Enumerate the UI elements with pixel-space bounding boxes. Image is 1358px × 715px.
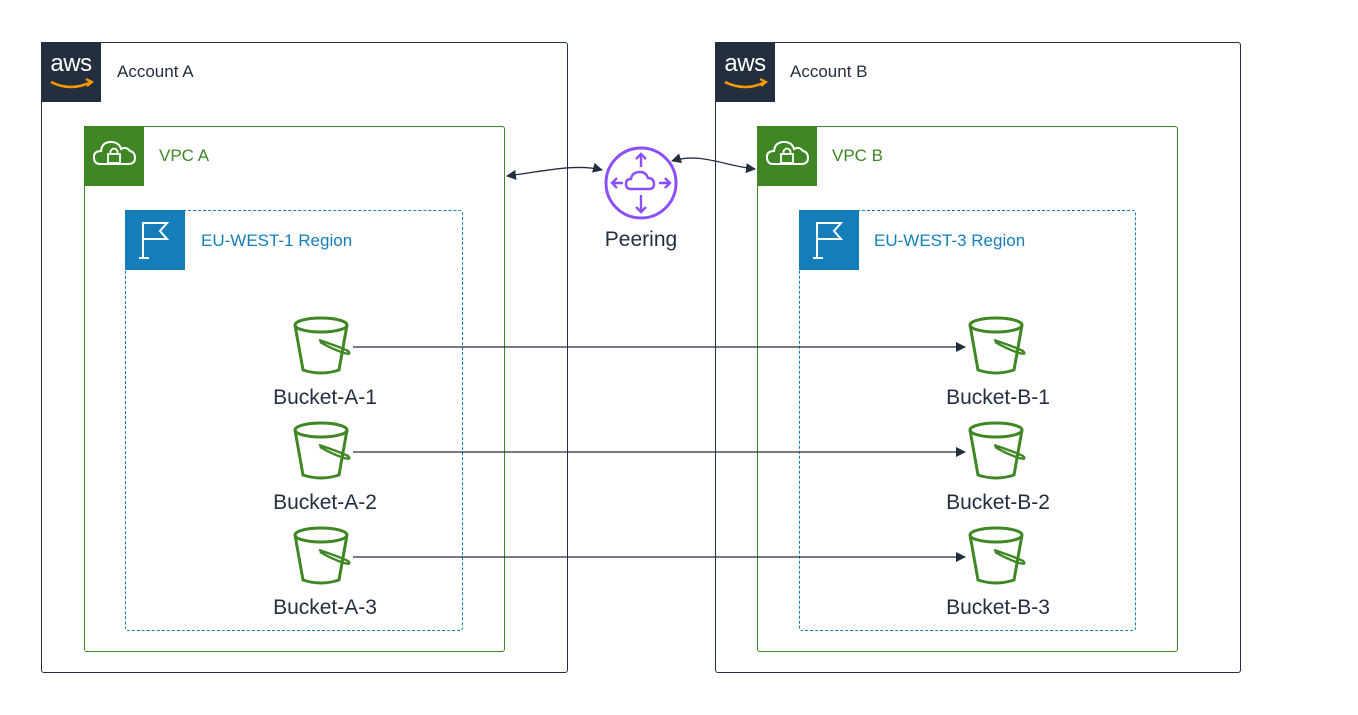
vpc-a-container [84, 126, 505, 652]
vpc-b-container [757, 126, 1178, 652]
bucket-icon [968, 526, 1026, 585]
aws-logo-icon: aws [41, 42, 101, 102]
bucket-a-2-label: Bucket-A-2 [273, 491, 377, 514]
bucket-icon [293, 316, 351, 375]
aws-logo-text: aws [50, 50, 92, 77]
bucket-b-2-label: Bucket-B-2 [946, 491, 1050, 514]
bucket-b-1-label: Bucket-B-1 [946, 386, 1050, 409]
vpc-lock-cloud-icon [757, 126, 817, 186]
peering-connector-b [671, 153, 756, 174]
peering-connector-a [506, 162, 603, 180]
aws-logo-text: aws [724, 50, 766, 77]
region-flag-icon [799, 210, 859, 270]
account-a-label: Account A [117, 62, 194, 81]
aws-logo-icon: aws [715, 42, 775, 102]
peering-label: Peering [604, 228, 678, 251]
vpc-lock-cloud-icon [84, 126, 144, 186]
bucket-icon [293, 526, 351, 585]
region-b-label: EU-WEST-3 Region [874, 231, 1026, 250]
vpc-a-label: VPC A [159, 146, 210, 165]
vpc-peering-icon [604, 146, 678, 220]
region-a-label: EU-WEST-1 Region [201, 231, 353, 250]
account-b-label: Account B [790, 62, 868, 81]
region-flag-icon [125, 210, 185, 270]
account-a-container [41, 42, 568, 673]
bucket-icon [968, 421, 1026, 480]
account-b-container [715, 42, 1241, 673]
bucket-b-3-label: Bucket-B-3 [946, 596, 1050, 619]
region-a-container [125, 210, 463, 631]
bucket-a-3-label: Bucket-A-3 [273, 596, 377, 619]
region-b-container [799, 210, 1136, 631]
bucket-icon [968, 316, 1026, 375]
vpc-b-label: VPC B [832, 146, 884, 165]
bucket-icon [293, 421, 351, 480]
bucket-a-1-label: Bucket-A-1 [273, 386, 377, 409]
